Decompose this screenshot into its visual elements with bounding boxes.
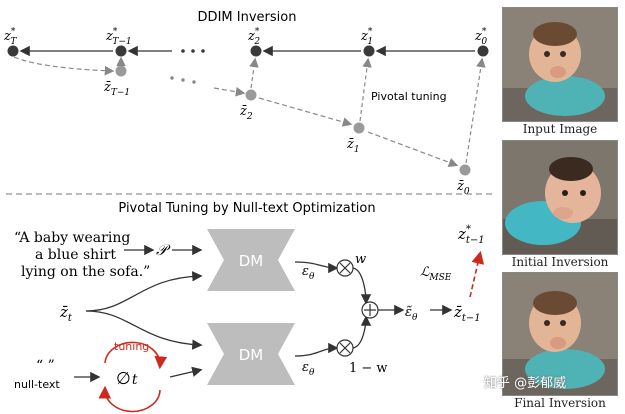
- phi-to-dm-arrow: [169, 366, 203, 378]
- svg-text:z̄0: z̄0: [456, 179, 470, 197]
- z-t-branch-curves: [85, 271, 203, 350]
- svg-text:z*2: z*2: [247, 27, 260, 47]
- prompt-text: “A baby wearing a blue shirt lying on th…: [14, 230, 150, 280]
- svg-text:z*0: z*0: [474, 27, 487, 47]
- svg-text:z*1: z*1: [360, 27, 373, 47]
- z-star-node-0: z*0: [474, 27, 489, 57]
- phi-t-label: ∅t: [116, 369, 138, 389]
- svg-text:“A baby wearing: “A baby wearing: [14, 230, 130, 246]
- svg-text:z̄T−1: z̄T−1: [103, 80, 130, 98]
- final-inversion-image: [502, 272, 618, 396]
- ellipsis-dots-diagonal: [170, 76, 196, 84]
- svg-text:z̄1: z̄1: [346, 137, 360, 155]
- z-star-node-1: z*1: [360, 27, 375, 57]
- pivotal-tuning-arrows: [116, 56, 486, 164]
- null-text-title: Pivotal Tuning by Null-text Optimization: [118, 201, 375, 216]
- multiplier-to-sum-curves: [352, 267, 372, 349]
- ellipsis-dots-top: [181, 49, 205, 53]
- z-bar-node-1: z̄1: [346, 122, 365, 155]
- watermark: 知乎 @彭郁威: [484, 376, 567, 391]
- null-text-label: null-text: [14, 378, 60, 391]
- z-bar-t-minus-1-label: z̄t−1: [453, 303, 481, 324]
- ddim-title: DDIM Inversion: [198, 10, 297, 25]
- sum-node: [361, 301, 379, 319]
- svg-text:lying on the sofa.”: lying on the sofa.”: [21, 264, 150, 280]
- dm-block-bottom: DM: [207, 323, 295, 385]
- dm-to-multiplier-curves: [294, 261, 339, 357]
- eps-theta-bottom: εθ: [302, 360, 315, 378]
- z-star-node-2: z*2: [247, 27, 262, 57]
- dashed-diagonal-arrows: [13, 56, 459, 167]
- multiply-node-top: [336, 259, 354, 277]
- tuning-loop: [98, 341, 168, 413]
- dm-block-top: DM: [207, 229, 295, 291]
- z-bar-node-T-minus-1: z̄T−1: [103, 65, 130, 98]
- z-star-node-T: z*T: [3, 27, 19, 57]
- tuning-label: tuning: [114, 340, 149, 353]
- z-bar-t-label: z̄t: [59, 303, 73, 324]
- svg-text:z*T: z*T: [3, 27, 17, 47]
- p-symbol: 𝒫: [156, 241, 171, 259]
- z-star-node-T-minus-1: z*T−1: [105, 27, 132, 57]
- svg-text:DM: DM: [239, 252, 264, 270]
- final-inversion-caption: Final Inversion: [514, 396, 606, 410]
- mse-loss-arrow: [469, 250, 485, 298]
- svg-text:a blue shirt: a blue shirt: [35, 247, 116, 263]
- svg-text:z*T−1: z*T−1: [105, 27, 132, 47]
- initial-inversion-caption: Initial Inversion: [511, 255, 609, 269]
- eps-tilde-label: ε̃θ: [405, 305, 418, 323]
- pivotal-tuning-label: Pivotal tuning: [371, 90, 447, 103]
- input-image: [502, 7, 618, 122]
- input-image-caption: Input Image: [522, 122, 598, 136]
- z-bar-node-0: z̄0: [456, 164, 471, 197]
- loss-mse-label: ℒMSE: [420, 265, 452, 283]
- svg-text:DM: DM: [239, 346, 264, 364]
- eps-theta-top: εθ: [302, 264, 315, 282]
- weight-w-label: w: [355, 252, 366, 267]
- z-star-t-minus-1-label: z*t−1: [457, 224, 485, 246]
- null-text-quotes: “ ”: [36, 358, 55, 374]
- multiply-node-bottom: [336, 339, 354, 357]
- z-bar-node-2: z̄2: [239, 89, 257, 122]
- weight-1-minus-w-label: 1 − w: [349, 361, 388, 376]
- svg-text:z̄2: z̄2: [239, 104, 253, 122]
- initial-inversion-image: [502, 140, 618, 255]
